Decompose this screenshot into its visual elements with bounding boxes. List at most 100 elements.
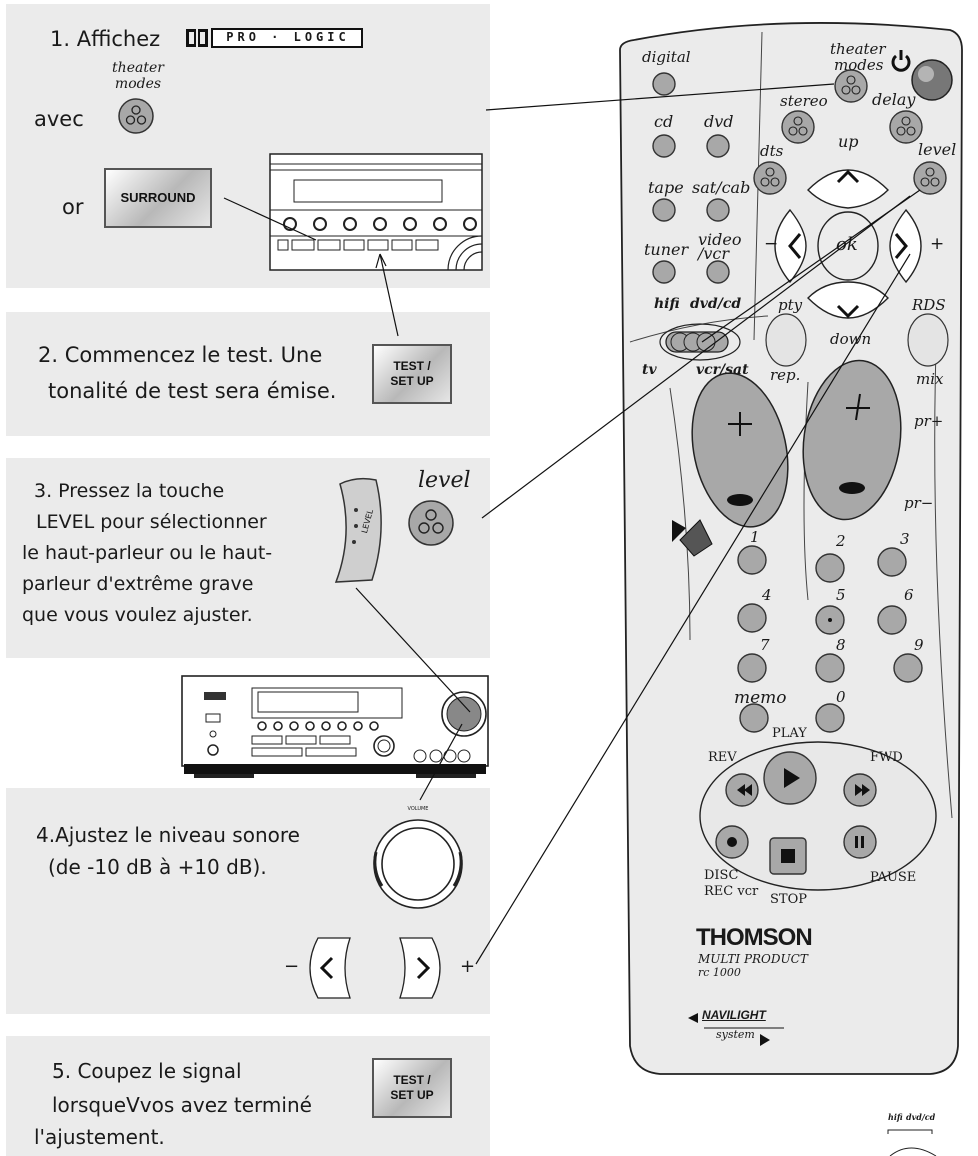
label-digit-2: 2 bbox=[836, 532, 846, 550]
label-recvcr: REC vcr bbox=[704, 884, 759, 899]
label-hifi: hifi bbox=[654, 296, 680, 312]
label-tv: tv bbox=[642, 362, 657, 378]
label-system: system bbox=[716, 1028, 755, 1041]
label-dvdcd: dvd/cd bbox=[690, 296, 742, 312]
step3-panel bbox=[6, 458, 490, 658]
label-navilight: NAVILIGHT bbox=[702, 1008, 766, 1022]
corner-dvdcd: dvd/cd bbox=[906, 1112, 936, 1122]
mute-icon bbox=[672, 520, 686, 542]
level-button[interactable] bbox=[406, 498, 456, 548]
volume-rocker bbox=[691, 372, 789, 528]
label-digit-9: 9 bbox=[914, 636, 924, 654]
label-cd: cd bbox=[654, 112, 674, 131]
ok-button bbox=[817, 211, 879, 281]
down-key bbox=[807, 281, 889, 319]
label-dvd: dvd bbox=[704, 112, 734, 131]
dvd-button bbox=[706, 134, 730, 158]
step5-line1: 5. Coupez le signal bbox=[52, 1059, 242, 1083]
test-setup-button-2[interactable]: TEST / SET UP bbox=[372, 1058, 452, 1118]
label-digital: digital bbox=[642, 48, 691, 66]
volume-knob[interactable]: VOLUME bbox=[370, 806, 466, 912]
label-tape: tape bbox=[648, 178, 684, 197]
program-rocker bbox=[802, 359, 902, 521]
theater-modes-button[interactable] bbox=[117, 97, 155, 135]
digit-8-button bbox=[815, 653, 845, 683]
label-modes: modes bbox=[834, 56, 884, 74]
test-setup-2-label-line2: SET UP bbox=[390, 1088, 434, 1102]
step4-line2: (de -10 dB à +10 dB). bbox=[48, 855, 267, 879]
label-multi-product: MULTI PRODUCT bbox=[698, 952, 808, 966]
step1-label: 1. Affichez bbox=[50, 27, 161, 51]
label-digit-5: 5 bbox=[836, 586, 846, 604]
receiver-front-panel-illustration bbox=[268, 152, 484, 272]
step5-line2: lorsqueVvos avez terminé bbox=[52, 1093, 312, 1117]
step3-line: parleur d'extrême grave bbox=[22, 573, 254, 595]
label-fwd: FWD bbox=[870, 750, 903, 765]
label-vcr: /vcr bbox=[698, 244, 730, 263]
label-rev: REV bbox=[708, 750, 737, 765]
label-disc: DISC bbox=[704, 868, 739, 883]
label-delay: delay bbox=[872, 90, 916, 109]
label-memo: memo bbox=[734, 688, 787, 708]
or-label: or bbox=[62, 195, 84, 219]
pause-button bbox=[843, 825, 877, 859]
step3-line: LEVEL pour sélectionner bbox=[36, 511, 267, 533]
digit-0-button bbox=[815, 703, 845, 733]
level-side-key[interactable]: LEVEL bbox=[326, 474, 382, 586]
label-nav-plus: + bbox=[930, 234, 945, 254]
amplifier-illustration bbox=[180, 672, 490, 780]
rds-mix-button bbox=[907, 313, 949, 367]
label-pause: PAUSE bbox=[870, 870, 917, 885]
step4-line1: 4.Ajustez le niveau sonore bbox=[36, 823, 300, 847]
stereo-remote-button bbox=[781, 110, 815, 144]
label-theater: theater bbox=[830, 40, 886, 58]
label-level: level bbox=[918, 140, 957, 159]
step3-line: le haut-parleur ou le haut- bbox=[22, 542, 273, 564]
step3-line: 3. Pressez la touche bbox=[34, 480, 225, 502]
corner-hifi: hifi bbox=[888, 1112, 903, 1122]
theater-modes-remote-button bbox=[834, 69, 868, 103]
memo-button bbox=[739, 703, 769, 733]
label-mix: mix bbox=[916, 370, 944, 388]
satcab-button bbox=[706, 198, 730, 222]
digit-4-button bbox=[737, 603, 767, 633]
left-arrow-key[interactable] bbox=[296, 936, 352, 1000]
theater-modes-caption: theater modes bbox=[112, 60, 164, 92]
test-setup-label-line1: TEST / bbox=[393, 359, 431, 373]
label-digit-6: 6 bbox=[904, 586, 914, 604]
label-digit-0: 0 bbox=[836, 688, 846, 706]
dolby-pro-logic-logo: PRO · LOGIC bbox=[186, 28, 366, 50]
digit-6-button bbox=[877, 605, 907, 635]
test-setup-2-label-line1: TEST / bbox=[393, 1073, 431, 1087]
label-pty: pty bbox=[778, 296, 803, 314]
step3-text: 3. Pressez la touche LEVEL pour sélectio… bbox=[22, 476, 272, 631]
dts-remote-button bbox=[753, 161, 787, 195]
digit-1-button bbox=[737, 545, 767, 575]
label-tuner: tuner bbox=[644, 240, 689, 259]
tape-button bbox=[652, 198, 676, 222]
test-setup-button[interactable]: TEST / SET UP bbox=[372, 344, 452, 404]
label-stop: STOP bbox=[770, 892, 807, 907]
step2-line2: tonalité de test sera émise. bbox=[48, 379, 337, 403]
videovcr-button bbox=[706, 260, 730, 284]
label-rep: rep. bbox=[770, 366, 801, 384]
minus-sign: − bbox=[284, 956, 300, 977]
digit-2-button bbox=[815, 553, 845, 583]
label-up: up bbox=[838, 132, 859, 151]
test-setup-label-line2: SET UP bbox=[390, 374, 434, 388]
label-vcrsat: vcr/sat bbox=[696, 362, 749, 378]
label-stereo: stereo bbox=[780, 92, 828, 110]
delay-remote-button bbox=[889, 110, 923, 144]
surround-button[interactable]: SURROUND bbox=[104, 168, 212, 228]
right-arrow-key[interactable] bbox=[398, 936, 454, 1000]
level-remote-button bbox=[913, 161, 947, 195]
digit-9-button bbox=[893, 653, 923, 683]
label-video: video bbox=[698, 230, 742, 249]
digit-3-button bbox=[877, 547, 907, 577]
pro-logic-text: PRO · LOGIC bbox=[226, 30, 350, 44]
plus-sign: + bbox=[460, 956, 476, 977]
cd-button bbox=[652, 134, 676, 158]
step3-line: que vous voulez ajuster. bbox=[22, 604, 253, 626]
